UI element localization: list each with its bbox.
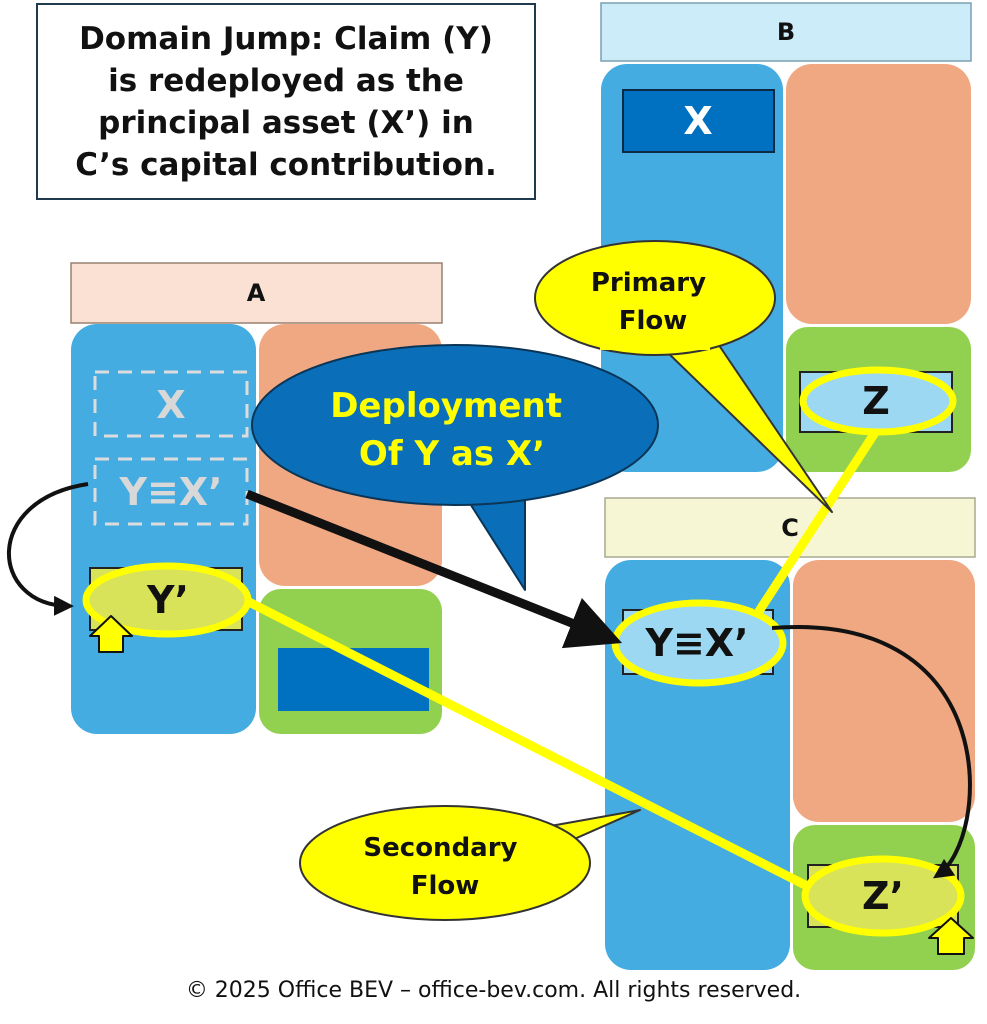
zprime-ellipse — [801, 855, 965, 937]
deployment-callout-bubble — [251, 344, 659, 506]
entity-a-yx-ghost-label: Y≡X’ — [118, 470, 222, 514]
secondary-flow-label: Secondary Flow — [363, 833, 526, 901]
a-internal-curved-arrow — [7, 482, 89, 616]
deployment-label: Deployment Of Y as X’ — [330, 386, 574, 474]
entity-b-header — [600, 2, 972, 62]
entity-c-header — [604, 497, 976, 558]
entity-c-label: C — [781, 514, 799, 542]
copyright-footer: © 2025 Office BEV – office-bev.com. All … — [185, 978, 802, 1003]
up-arrow-icons — [89, 615, 974, 955]
entity-a-label: A — [247, 279, 266, 307]
diagram-title: Domain Jump: Claim (Y) is redeployed as … — [75, 20, 497, 183]
entity-a-header — [70, 262, 443, 324]
deployment-callout: Deployment Of Y as X’ — [251, 344, 659, 591]
primary-flow-callout: Primary Flow — [534, 240, 833, 513]
zprime-up-arrow-icon — [928, 917, 974, 955]
entity-b-label: B — [777, 18, 795, 46]
flow-lines — [242, 425, 882, 895]
entity-b-z-label: Z — [862, 379, 890, 423]
entity-a-yprime-label: Y’ — [146, 578, 189, 622]
entity-c-yx-label: Y≡X’ — [644, 621, 748, 665]
entity-b-x-box — [622, 89, 775, 153]
yprime-ellipse — [82, 562, 252, 638]
highlight-ellipses: Z Y’ Y≡X’ Z’ — [82, 366, 965, 937]
title-box: Domain Jump: Claim (Y) is redeployed as … — [36, 3, 536, 200]
primary-callout-bubble — [534, 240, 776, 356]
primary-flow-label: Primary Flow — [591, 268, 715, 336]
secondary-flow-line — [242, 595, 818, 895]
primary-flow-line — [748, 425, 882, 625]
entity-c-zprime-label: Z’ — [862, 874, 904, 918]
yprime-up-arrow-icon — [89, 615, 133, 653]
entity-b-x-label: X — [683, 99, 712, 143]
entity-a-x-ghost-label: X — [156, 383, 185, 427]
entity-b-liability-column — [786, 64, 971, 324]
z-ellipse — [799, 366, 957, 436]
c-internal-curved-arrow — [771, 625, 972, 879]
entity-a-x-ghost-box — [93, 370, 249, 438]
deployment-arrow — [245, 489, 623, 649]
arrows — [7, 482, 972, 879]
entity-c-liability-column — [793, 560, 975, 822]
secondary-callout-bubble — [299, 805, 591, 921]
entity-c: C — [604, 497, 976, 970]
entity-a-yx-ghost-box — [93, 457, 249, 526]
secondary-flow-callout: Secondary Flow — [299, 805, 641, 921]
